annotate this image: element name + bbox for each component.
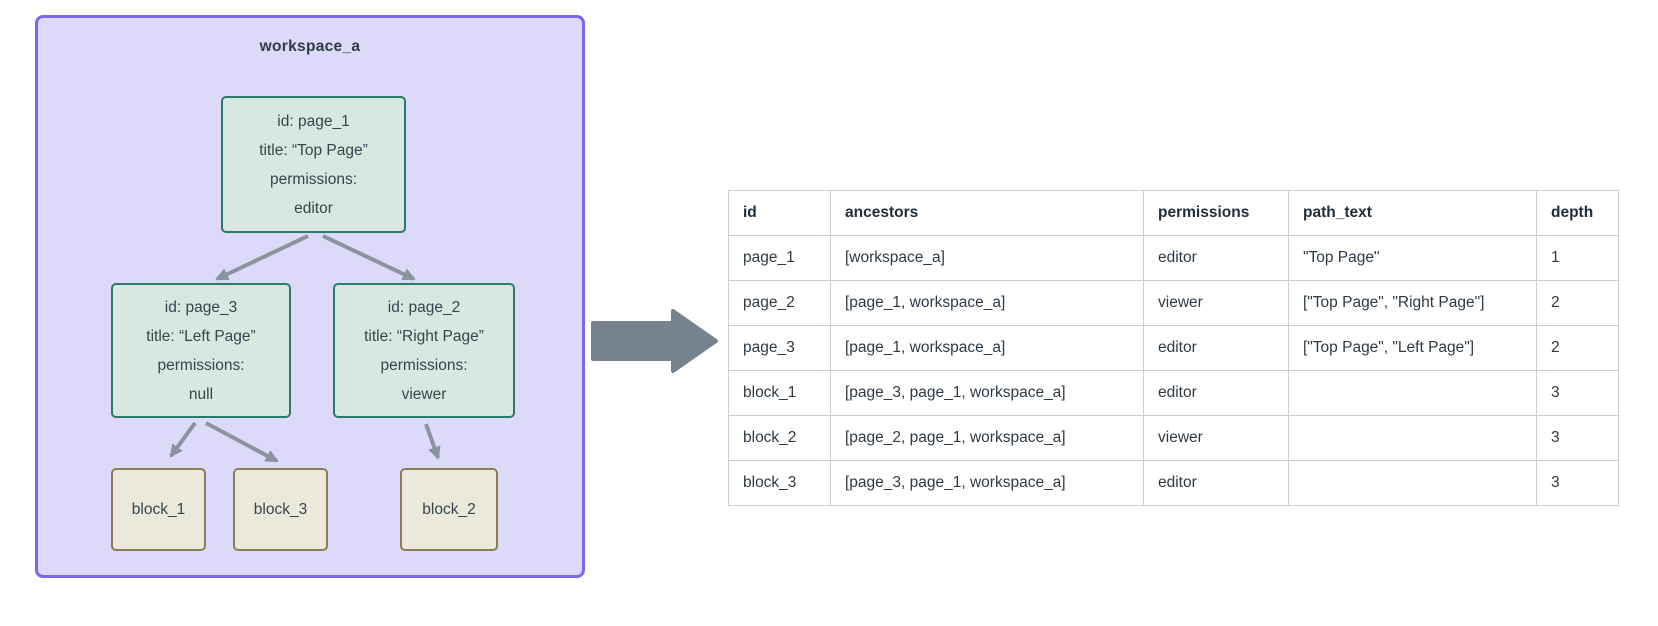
node-page-1: id: page_1 title: “Top Page” permissions…: [221, 96, 406, 233]
node-block-2: block_2: [400, 468, 498, 551]
table-cell: 3: [1536, 415, 1619, 461]
node-block-3: block_3: [233, 468, 328, 551]
table-row: block_2 [page_2, page_1, workspace_a] vi…: [728, 415, 1619, 461]
workspace-container: workspace_a id: page_1 title: “Top Page”…: [35, 15, 585, 578]
table-row: page_2 [page_1, workspace_a] viewer ["To…: [728, 280, 1619, 326]
node-label: block_3: [253, 501, 308, 518]
node-line: id: page_1: [277, 112, 350, 130]
table-cell: [1288, 370, 1537, 416]
node-line: id: page_3: [164, 298, 238, 316]
edge-page3-block1: [169, 421, 197, 458]
table-cell: block_3: [728, 460, 831, 506]
edge-page1-page2: [322, 234, 416, 281]
edge-page2-block2: [424, 423, 441, 460]
table-cell: page_2: [728, 280, 831, 326]
table-cell: [1288, 415, 1537, 461]
table-cell: editor: [1143, 325, 1289, 371]
edge-page1-page3: [215, 234, 309, 281]
node-line: viewer: [401, 385, 447, 403]
table-cell: editor: [1143, 235, 1289, 281]
table-cell: [1288, 460, 1537, 506]
edge-page3-block3: [205, 421, 279, 463]
node-label: block_1: [131, 501, 186, 518]
table-cell: editor: [1143, 370, 1289, 416]
table-cell: ["Top Page", "Left Page"]: [1288, 325, 1537, 371]
node-line: permissions:: [157, 356, 245, 374]
node-line: editor: [294, 199, 333, 217]
column-header-depth: depth: [1536, 190, 1619, 236]
table-cell: 3: [1536, 460, 1619, 506]
result-table: id ancestors permissions path_text depth…: [728, 190, 1619, 506]
table-cell: [workspace_a]: [830, 235, 1144, 281]
table-cell: [page_3, page_1, workspace_a]: [830, 370, 1144, 416]
node-block-1: block_1: [111, 468, 206, 551]
table-cell: ["Top Page", "Right Page"]: [1288, 280, 1537, 326]
node-line: title: “Top Page”: [259, 141, 368, 159]
table-cell: 1: [1536, 235, 1619, 281]
table-cell: block_2: [728, 415, 831, 461]
table-row: block_3 [page_3, page_1, workspace_a] ed…: [728, 460, 1619, 506]
table-cell: [page_3, page_1, workspace_a]: [830, 460, 1144, 506]
table-row: page_1 [workspace_a] editor "Top Page" 1: [728, 235, 1619, 281]
table-cell: [page_1, workspace_a]: [830, 325, 1144, 371]
node-line: title: “Left Page”: [146, 327, 256, 345]
node-line: permissions:: [380, 356, 468, 374]
table-cell: [page_2, page_1, workspace_a]: [830, 415, 1144, 461]
table-cell: page_3: [728, 325, 831, 371]
node-line: null: [188, 385, 214, 403]
node-line: id: page_2: [387, 298, 461, 316]
column-header-id: id: [728, 190, 831, 236]
table-row: block_1 [page_3, page_1, workspace_a] ed…: [728, 370, 1619, 416]
node-label: block_2: [422, 501, 476, 518]
column-header-ancestors: ancestors: [830, 190, 1144, 236]
table-cell: 3: [1536, 370, 1619, 416]
table-header-row: id ancestors permissions path_text depth: [728, 190, 1619, 236]
node-page-3: id: page_3 title: “Left Page” permission…: [111, 283, 291, 418]
node-page-2: id: page_2 title: “Right Page” permissio…: [333, 283, 515, 418]
table-cell: block_1: [728, 370, 831, 416]
table-cell: "Top Page": [1288, 235, 1537, 281]
workspace-title: workspace_a: [259, 38, 361, 55]
column-header-path-text: path_text: [1288, 190, 1537, 236]
table-cell: page_1: [728, 235, 831, 281]
table-cell: 2: [1536, 280, 1619, 326]
table-cell: viewer: [1143, 415, 1289, 461]
table-cell: [page_1, workspace_a]: [830, 280, 1144, 326]
node-line: title: “Right Page”: [364, 327, 484, 345]
table-cell: 2: [1536, 325, 1619, 371]
table-cell: editor: [1143, 460, 1289, 506]
table-cell: viewer: [1143, 280, 1289, 326]
table-row: page_3 [page_1, workspace_a] editor ["To…: [728, 325, 1619, 371]
node-line: permissions:: [270, 170, 357, 188]
transform-arrow-icon: [591, 309, 718, 373]
column-header-permissions: permissions: [1143, 190, 1289, 236]
